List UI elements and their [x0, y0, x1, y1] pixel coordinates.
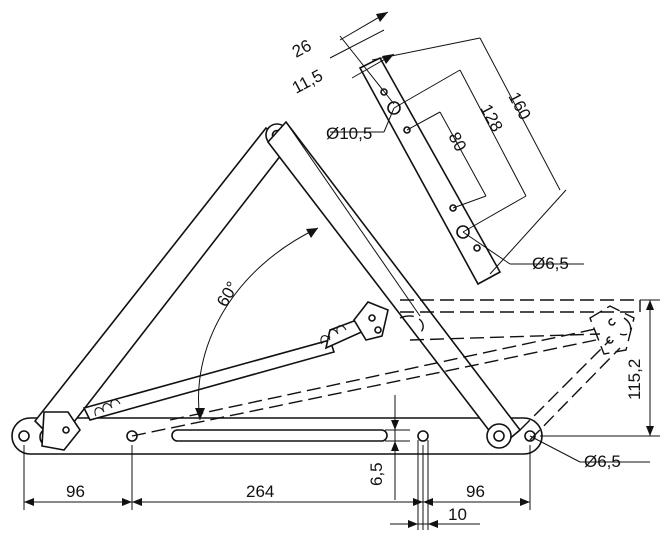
- dim-96-right: 96: [466, 482, 485, 501]
- base-bar: [11, 417, 543, 455]
- gas-spring: [41, 301, 389, 451]
- dim-115-2: 115,2: [625, 359, 644, 400]
- dim-6-5-slot: 6,5: [367, 462, 386, 486]
- dim-80: 80: [444, 129, 470, 155]
- mounting-plate: [358, 56, 502, 286]
- dim-diameter-10-5: Ø10,5: [326, 124, 372, 143]
- dim-128: 128: [476, 101, 506, 135]
- dim-11-5: 11,5: [289, 66, 326, 98]
- dimension-lines: [23, 11, 660, 530]
- dim-diameter-6-5-top: Ø6,5: [532, 254, 569, 273]
- dim-diameter-6-5-bottom: Ø6,5: [584, 452, 621, 471]
- open-position-phantom: [131, 299, 641, 441]
- angle-indicator: [195, 227, 319, 421]
- dim-96-left: 96: [66, 482, 85, 501]
- dim-10: 10: [448, 505, 467, 524]
- dim-angle-60: 60°: [213, 278, 242, 310]
- dim-264: 264: [246, 482, 274, 501]
- right-strut: [266, 120, 522, 449]
- dim-26: 26: [289, 36, 315, 62]
